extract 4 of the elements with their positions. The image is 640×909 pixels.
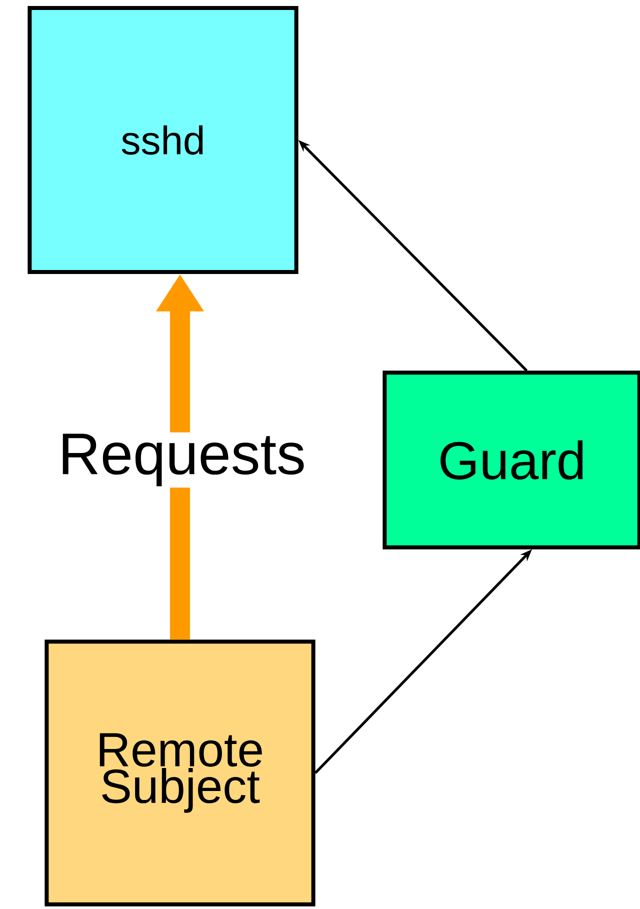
edge-label: Requests — [56, 432, 308, 488]
box: sshd — [28, 6, 298, 274]
box: Guard — [382, 370, 640, 550]
box: Remote Subject — [44, 640, 316, 906]
